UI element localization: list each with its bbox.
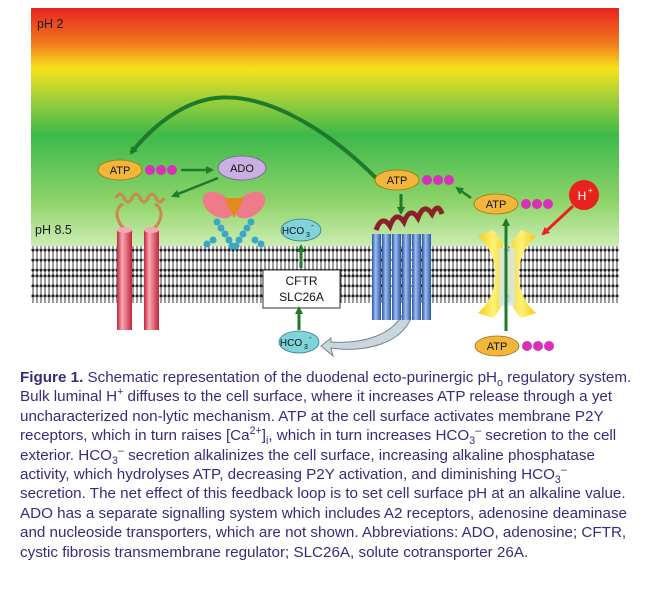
figure-label: Figure 1. (20, 369, 84, 386)
ph-8-5-label: pH 8.5 (35, 223, 72, 237)
svg-text:ATP: ATP (387, 175, 408, 187)
atp-feedback-arc-arrow (129, 95, 378, 180)
svg-text:-: - (311, 221, 314, 230)
caption-text: secretion to the cell exterior. HCO (20, 427, 617, 464)
caption-sub: 3 (554, 474, 561, 487)
caption-sup: – (475, 425, 482, 438)
atp-right: ATP (473, 193, 553, 215)
atp-mid: ATP (374, 169, 454, 191)
caption-text: diffuses to the cell surface, where it i… (20, 388, 613, 445)
caption-sub: i (265, 435, 269, 448)
svg-text:ATP: ATP (487, 341, 508, 353)
ado-receptor (202, 191, 266, 250)
caption-text: secretion. The net effect of this feedba… (20, 485, 627, 561)
svg-text:HCO: HCO (282, 226, 304, 237)
ado-atp-to-receptor-arrow (171, 176, 219, 198)
caption-text: Schematic representation of the duodenal… (83, 369, 497, 386)
p2y-receptor (114, 192, 166, 330)
h-plus-diffusion-arrow (541, 204, 575, 236)
svg-text:H: H (578, 189, 587, 203)
caption-sub: 3 (112, 454, 118, 467)
hco3-bottom: HCO 3 - (278, 330, 320, 354)
svg-text:ATP: ATP (486, 199, 507, 211)
caption-sup: – (560, 463, 567, 476)
caption-text: secretion alkalinizes the cell surface, … (20, 446, 595, 484)
atp-bottom: ATP (474, 335, 554, 357)
caption-text: regulatory system. Bulk luminal H (20, 369, 632, 406)
ado: ADO (217, 155, 267, 181)
cftr-slc26a-box: CFTR SLC26A (262, 269, 341, 309)
svg-text:-: - (309, 333, 312, 342)
svg-text:3: 3 (306, 232, 310, 239)
svg-text:3: 3 (304, 344, 308, 351)
atp-right-to-mid-arrow (455, 186, 472, 200)
caption-sup: – (117, 444, 124, 457)
figure-caption: Figure 1. Schematic representation of th… (20, 368, 632, 562)
caption-sub: o (496, 377, 503, 390)
caption-sup: 2+ (249, 425, 262, 438)
caption-text: ] (261, 427, 266, 445)
diagram: pH 2 pH 8.5 CFTR SLC26A HCO 3 - (31, 8, 619, 362)
cftr-label: CFTR (286, 274, 318, 288)
slc26a-label: SLC26A (279, 290, 324, 304)
blue-membrane-channel (372, 205, 445, 320)
atp-left: ATP (97, 159, 177, 181)
caption-sup: + (117, 386, 124, 399)
h-plus-ion: H + (569, 180, 599, 210)
ph-2-label: pH 2 (37, 17, 63, 31)
svg-text:HCO: HCO (280, 338, 302, 349)
hco3-top: HCO 3 - (280, 218, 322, 242)
caption-text: , which in turn increases HCO (268, 427, 470, 445)
svg-text:ATP: ATP (110, 165, 131, 177)
caption-sub: 3 (469, 435, 476, 448)
svg-text:+: + (588, 186, 593, 195)
svg-text:ADO: ADO (230, 163, 254, 175)
channel-to-hco3-arrow (320, 313, 412, 358)
